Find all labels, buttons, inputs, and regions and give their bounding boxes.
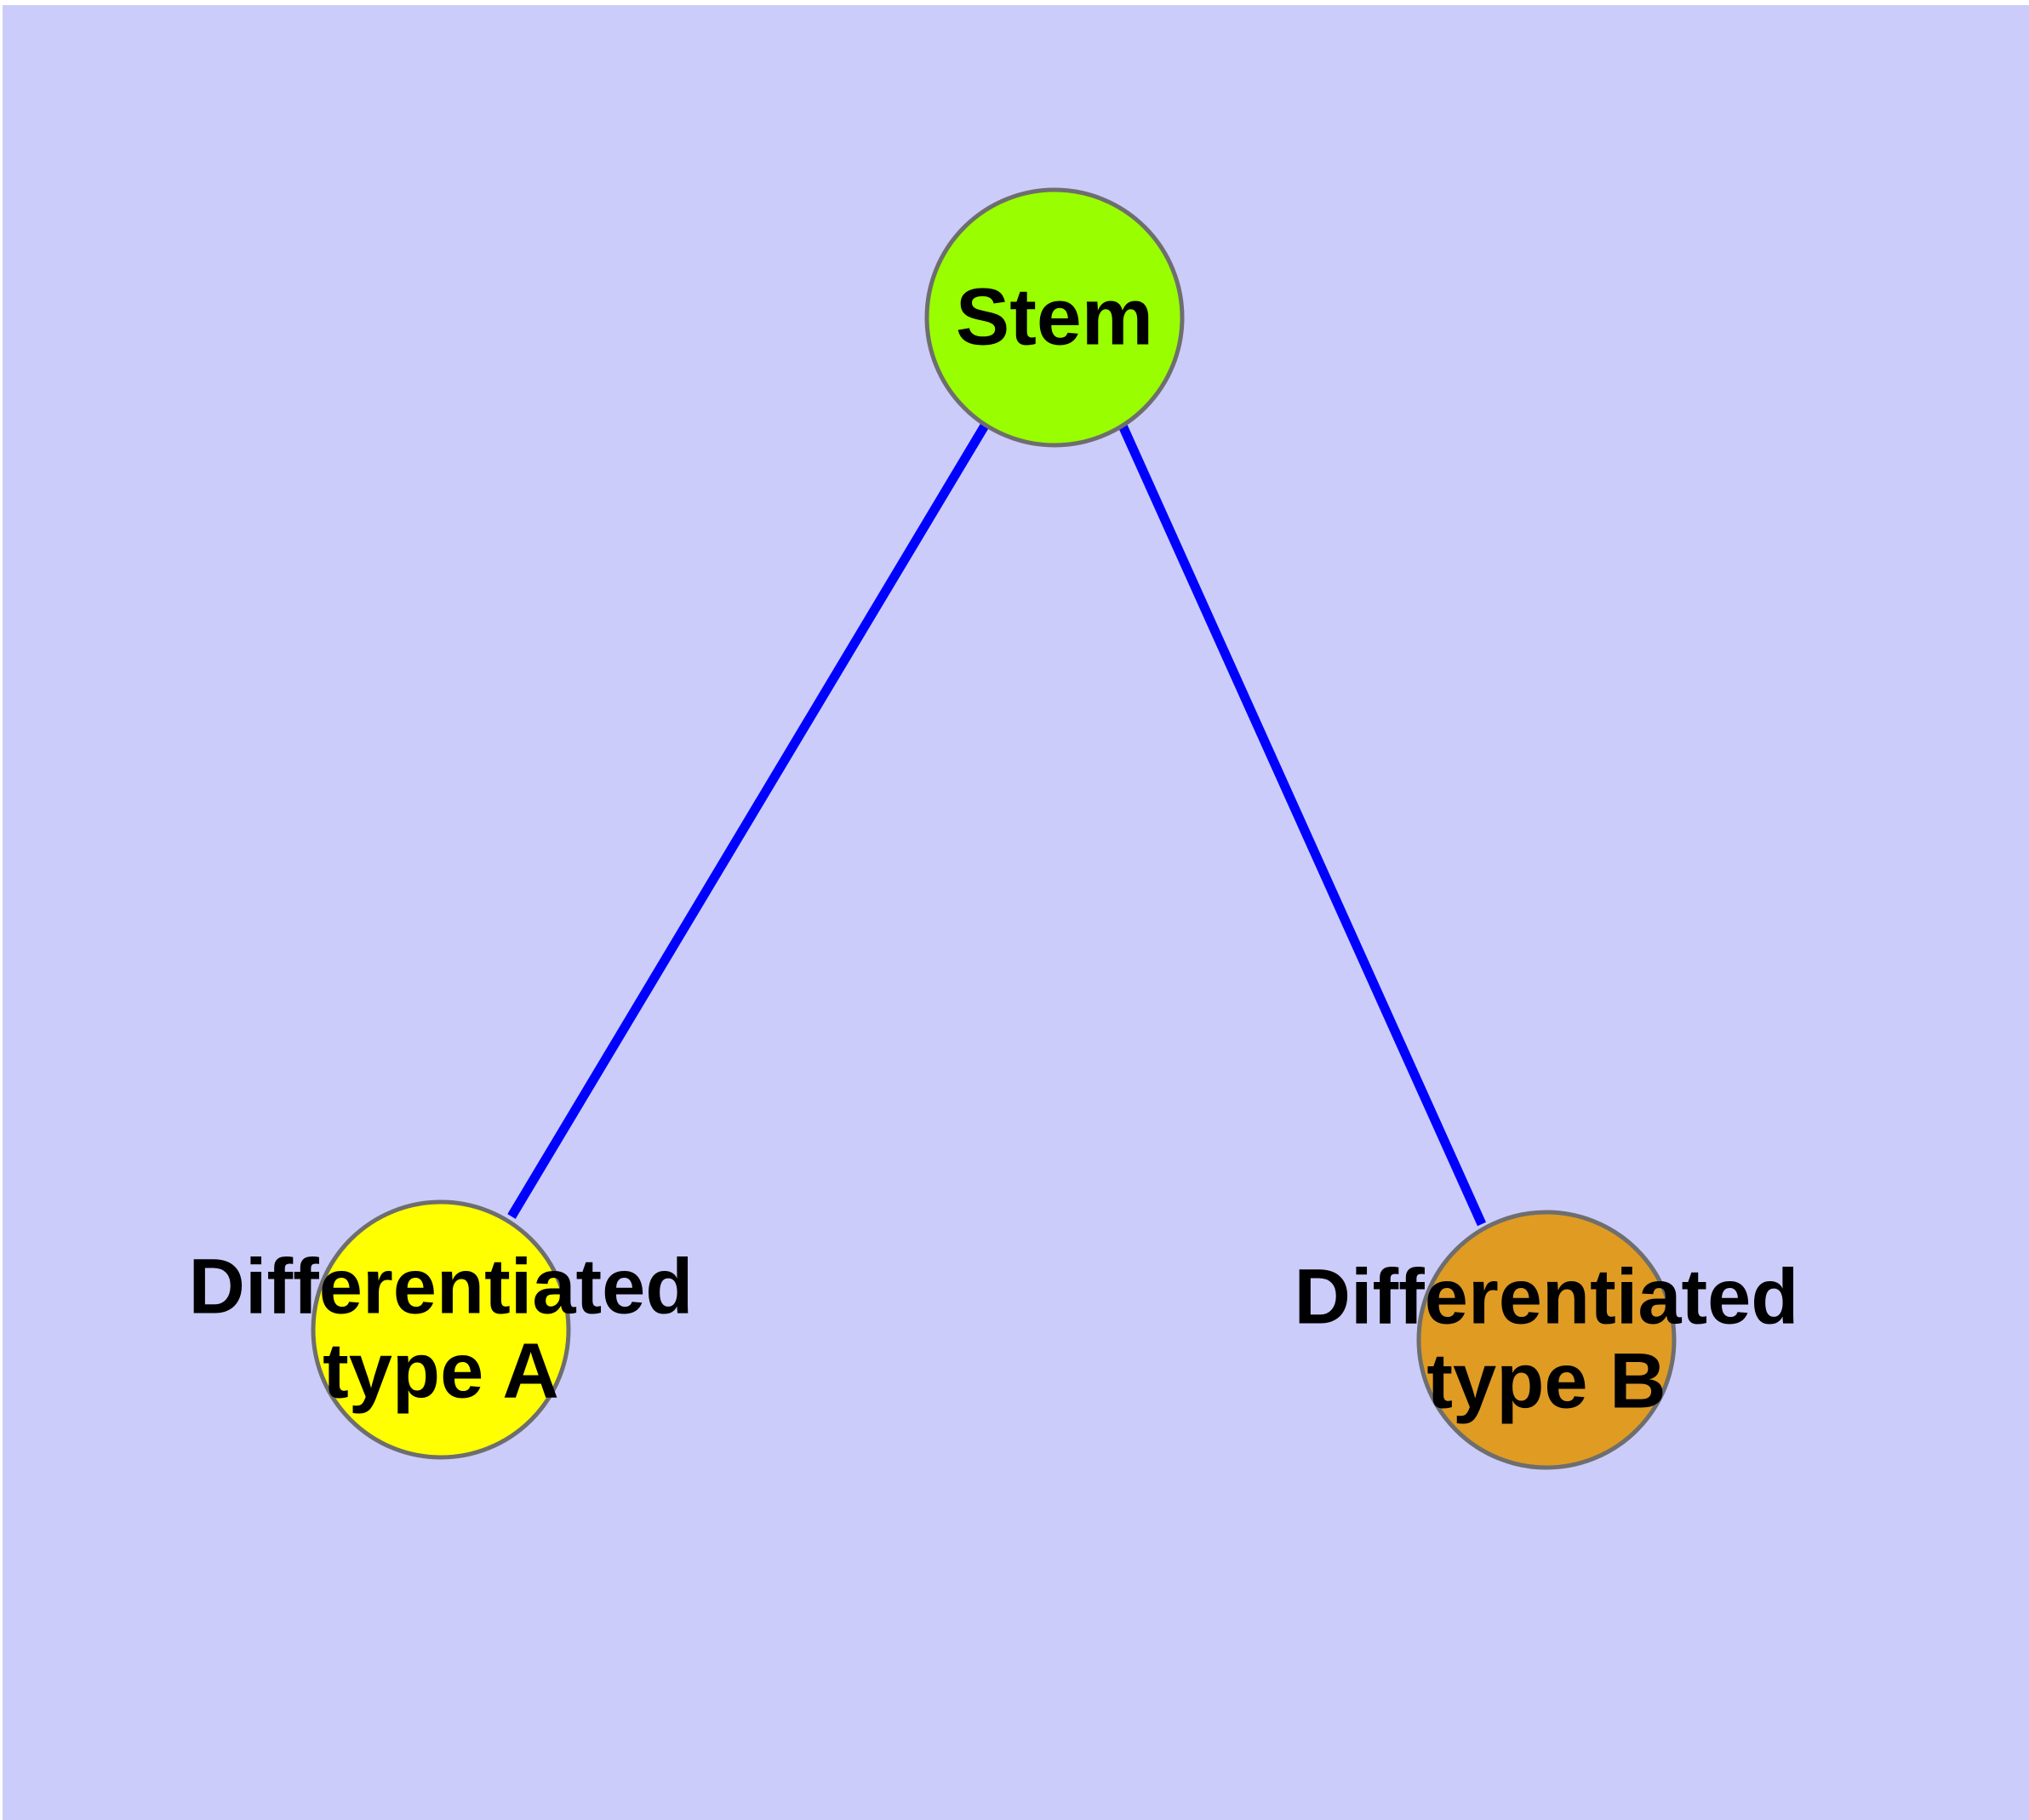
- graph-edge-stem-diff_b[interactable]: [1117, 423, 1487, 1227]
- nodes-layer: [311, 187, 1677, 1470]
- edges-layer: [507, 423, 1487, 1227]
- graph-node-stem[interactable]: [924, 187, 1185, 448]
- graph-node-diff_a[interactable]: [311, 1199, 571, 1460]
- graph-edge-stem-diff_a[interactable]: [507, 423, 989, 1219]
- graph-node-diff_b[interactable]: [1416, 1210, 1677, 1470]
